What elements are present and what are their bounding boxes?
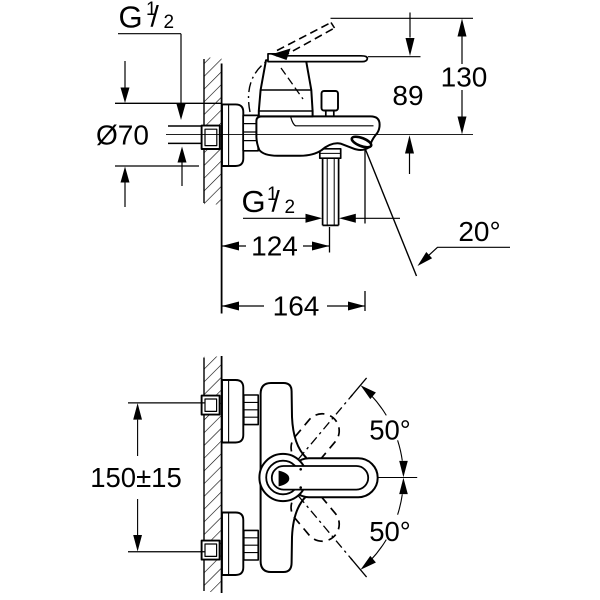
dim-swing-angle-lower (360, 477, 408, 570)
dim-label-spout-angle: 20° (458, 216, 500, 247)
cartridge-dome-rings (258, 89, 313, 112)
dim-label-swing-up: 50° (369, 414, 411, 445)
dim-connection-distance (128, 402, 206, 553)
dim-spout-height (405, 12, 415, 174)
dim-wall-to-outlet (221, 241, 330, 251)
dim-flange-diameter (120, 61, 130, 207)
spout-parting-line (290, 117, 374, 127)
upper-union-nut-inner (204, 398, 218, 412)
dim-label-wall-to-spout: 164 (273, 291, 320, 322)
cartridge-dome (257, 59, 314, 118)
lower-escutcheon (221, 511, 245, 576)
dim-label-wall-to-outlet: 124 (251, 231, 298, 262)
ext-lines-flange (115, 102, 221, 167)
faucet-body (255, 115, 381, 157)
lower-swing-axis (297, 495, 353, 561)
dim-outlet-thread (243, 213, 400, 223)
shower-outlet-pipe-thread (326, 158, 335, 226)
lower-connector-threads (243, 537, 259, 554)
handle-detail-dot-bottom (299, 486, 303, 489)
upper-swing-axis (297, 394, 353, 460)
lower-swing-axis-ext (350, 557, 368, 578)
upper-swing-axis-ext (350, 377, 368, 398)
shower-outlet-pipe (321, 158, 340, 226)
wall-thread-label-base: G (119, 0, 143, 35)
diverter-knob (320, 90, 339, 112)
dim-label-flange-diameter: Ø70 (96, 120, 149, 151)
dim-label-total-height: 130 (441, 62, 488, 93)
outlet-thread-label-denominator: 2 (285, 197, 296, 218)
dim-label-connection-distance: 150±15 (90, 462, 182, 493)
outlet-thread-label-slash: / (272, 186, 281, 219)
lower-union-nut-inner (204, 543, 218, 557)
wall-thread-label-numerator: 1 (146, 0, 157, 20)
dim-wall-to-spout (221, 301, 365, 311)
wall-thread-label-slash: / (151, 1, 160, 34)
diverter-knob-stem (324, 110, 335, 117)
lever-swing-arc (247, 58, 270, 113)
wall-union-nut-inner (204, 128, 218, 147)
dim-label-swing-down: 50° (369, 516, 411, 547)
side-view: G 1 / 2 Ø70 130 89 124 164 20° G 1 / 2 (96, 0, 510, 322)
upper-connector-threads (243, 401, 259, 418)
dim-wall-thread (118, 33, 187, 186)
dim-spout-angle (364, 149, 510, 277)
front-view: 150±15 50° 50° (90, 356, 418, 593)
lever-handle (267, 52, 369, 63)
handle-detail-dot-top (299, 468, 303, 471)
outlet-thread-label-base: G (242, 184, 266, 219)
spout-aerator (350, 135, 373, 149)
escutcheon (221, 103, 245, 167)
lever-raised-outline (276, 21, 336, 58)
wall-thread-label-denominator: 2 (164, 12, 175, 33)
handle-grip-indicator (278, 470, 290, 487)
lever-motion-arrow (271, 48, 291, 60)
upper-escutcheon (221, 379, 245, 444)
lever-raised-hidden-line (280, 67, 304, 100)
outlet-thread-label-numerator: 1 (267, 184, 278, 205)
dim-label-spout-height: 89 (392, 80, 423, 111)
dim-total-height (457, 18, 467, 135)
handle-grip-outline (270, 465, 370, 491)
supply-pipe-stub (168, 125, 202, 145)
dim-swing-angle-upper (360, 385, 408, 478)
spout-angle-line (364, 149, 418, 277)
